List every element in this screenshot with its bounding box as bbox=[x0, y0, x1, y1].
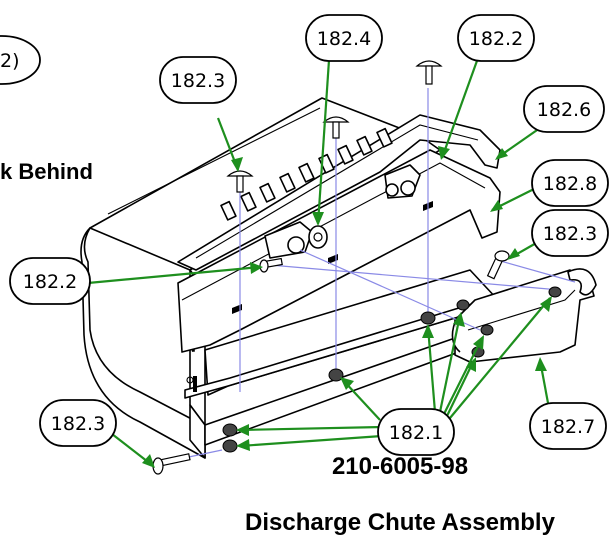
callout-182-3-left: 182.3 bbox=[39, 399, 117, 447]
callout-182-3-top-label: 182.3 bbox=[171, 70, 225, 92]
callout-182-6-label: 182.6 bbox=[537, 99, 591, 121]
callout-182-8-label: 182.8 bbox=[543, 173, 597, 195]
carriage-bolt-right bbox=[486, 250, 510, 280]
part-number: 210-6005-98 bbox=[332, 453, 468, 480]
callout-182-3-right: 182.3 bbox=[531, 209, 609, 257]
callout-182-2-top-label: 182.2 bbox=[469, 28, 523, 50]
callout-182-3-top: 182.3 bbox=[159, 56, 237, 104]
carriage-bolt-3 bbox=[415, 60, 443, 85]
callout-leaders bbox=[87, 57, 552, 468]
carriage-bolt-1 bbox=[226, 170, 254, 193]
callout-182-2-top: 182.2 bbox=[457, 14, 535, 62]
callout-182-4-label: 182.4 bbox=[317, 28, 371, 50]
callout-182-2-left: 182.2 bbox=[9, 257, 91, 305]
callout-182-1-label: 182.1 bbox=[389, 422, 443, 444]
callout-182-1: 182.1 bbox=[377, 408, 455, 456]
callout-182-7: 182.7 bbox=[529, 402, 607, 450]
callout-182-3-left-label: 182.3 bbox=[51, 413, 105, 435]
callout-182-6: 182.6 bbox=[523, 85, 605, 133]
assembly-name: Discharge Chute Assembly bbox=[245, 509, 556, 536]
pivot-bolt-182-2 bbox=[259, 257, 283, 273]
corner-fragment-text: 2) bbox=[0, 50, 20, 72]
side-label-fragment: k Behind bbox=[0, 159, 93, 184]
corner-callout-fragment: 2) bbox=[0, 35, 41, 85]
callout-182-2-left-label: 182.2 bbox=[23, 271, 77, 293]
carriage-bolt-left bbox=[152, 453, 191, 475]
callout-182-3-right-label: 182.3 bbox=[543, 223, 597, 245]
carriage-bolt-2 bbox=[322, 116, 350, 139]
callout-182-8: 182.8 bbox=[531, 159, 609, 207]
hinge-bracket-top bbox=[177, 114, 501, 271]
callout-182-4: 182.4 bbox=[305, 14, 383, 62]
callout-182-7-label: 182.7 bbox=[541, 416, 595, 438]
